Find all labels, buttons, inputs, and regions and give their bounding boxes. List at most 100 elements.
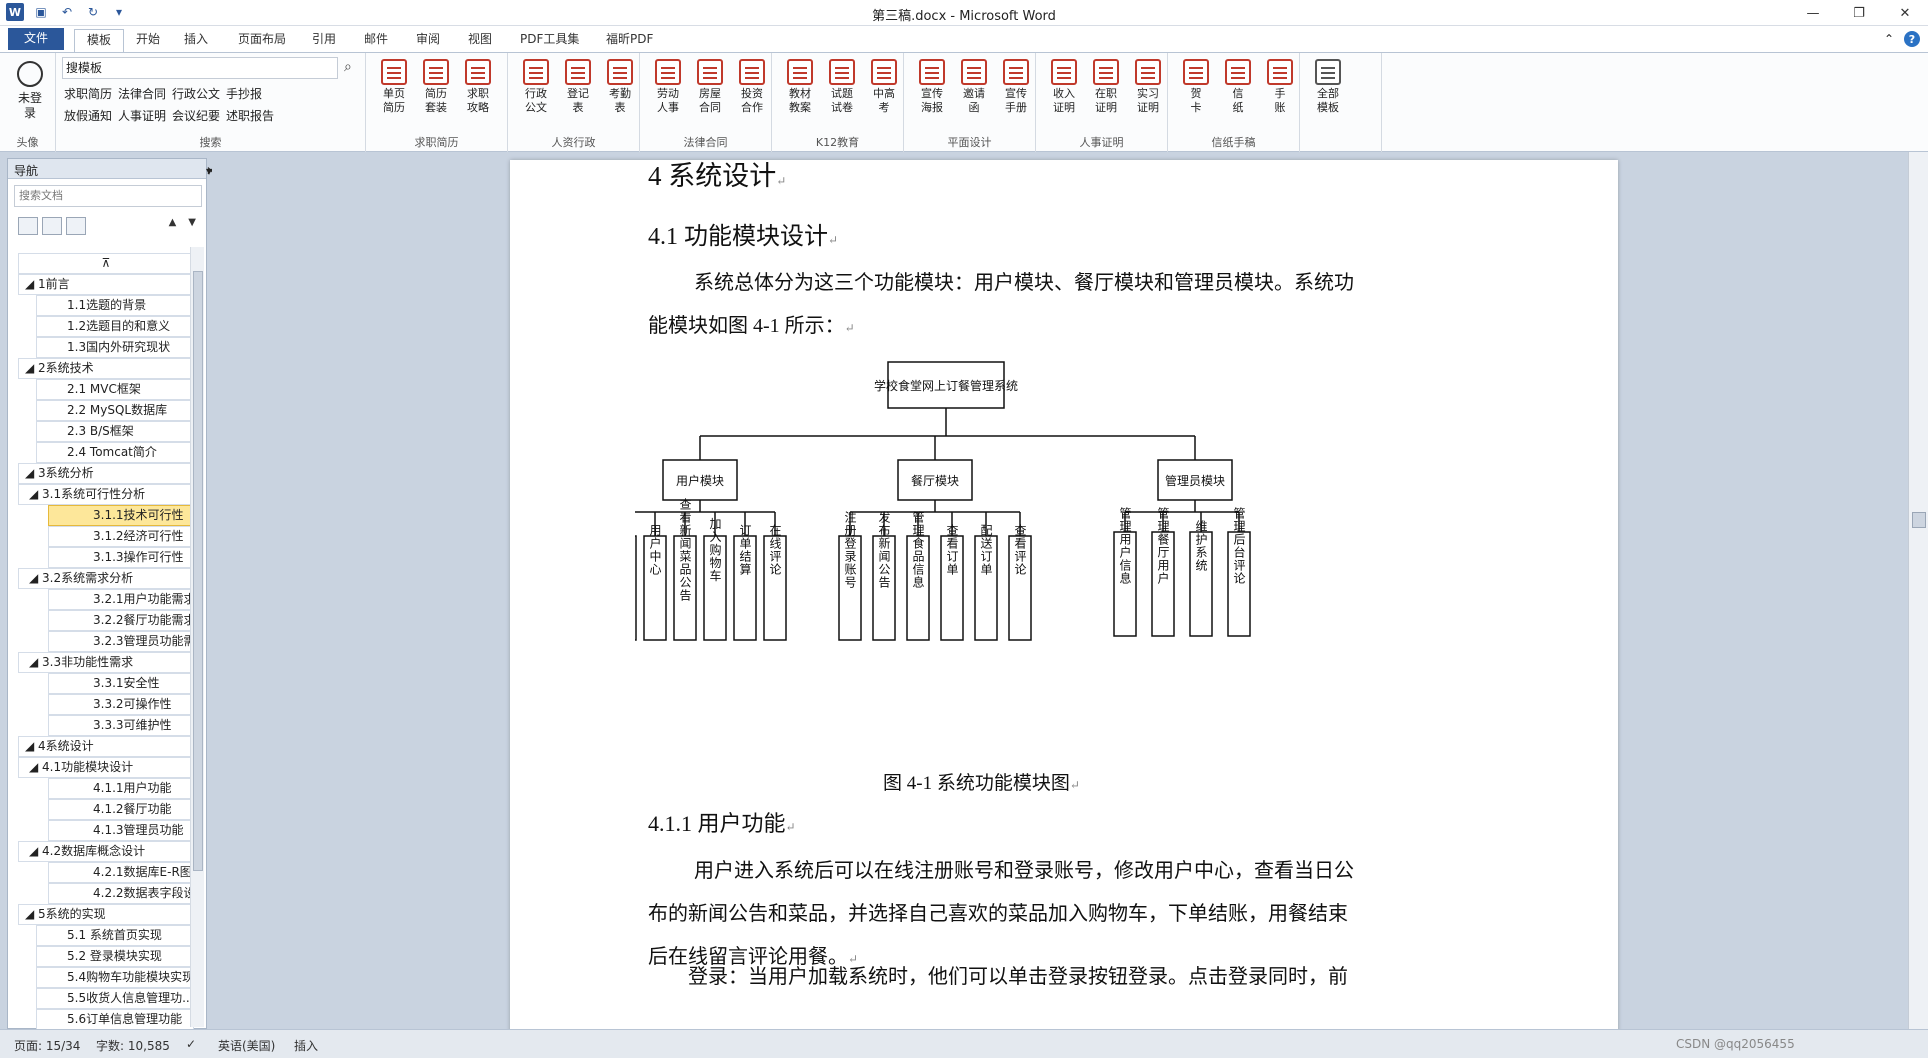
nav-heading-item[interactable]: ◢ 3.3非功能性需求 (18, 652, 194, 673)
template-button[interactable]: 在职证明 (1086, 59, 1126, 115)
nav-heading-item[interactable]: 3.3.3可维护性 (48, 715, 194, 736)
nav-heading-item[interactable]: 4.1.2餐厅功能 (48, 799, 194, 820)
nav-heading-item[interactable]: 3.1.2经济可行性 (48, 526, 194, 547)
tab-mailings[interactable]: 邮件 (364, 32, 389, 46)
nav-heading-item[interactable]: ◢ 4系统设计 (18, 736, 194, 757)
document-page[interactable]: 4 系统设计↵ 4.1 功能模块设计↵ 系统总体分为这三个功能模块：用户模块、餐… (510, 160, 1618, 1029)
template-button[interactable]: 全部模板 (1308, 59, 1348, 115)
template-button[interactable]: 房屋合同 (690, 59, 730, 115)
tab-view[interactable]: 视图 (468, 32, 493, 46)
nav-heading-item[interactable]: 3.3.2可操作性 (48, 694, 194, 715)
nav-close-icon[interactable]: ✕ (206, 164, 216, 178)
template-button[interactable]: 考勤表 (600, 59, 640, 115)
tab-file[interactable]: 文件 (8, 28, 65, 50)
nav-heading-item[interactable]: ◢ 2系统技术 (18, 358, 194, 379)
tab-insert[interactable]: 插入 (184, 32, 209, 46)
tab-pdf-tools[interactable]: PDF工具集 (520, 32, 580, 46)
nav-heading-item[interactable]: 1.1选题的背景 (36, 295, 194, 316)
nav-scroll-thumb[interactable] (193, 271, 203, 871)
template-button[interactable]: 单页简历 (374, 59, 414, 115)
template-button[interactable]: 实习证明 (1128, 59, 1168, 115)
tab-page-layout[interactable]: 页面布局 (238, 32, 287, 46)
proofing-icon[interactable]: ✓ (186, 1037, 197, 1051)
link-resume[interactable]: 求职简历 (64, 87, 113, 101)
nav-heading-item[interactable]: 2.4 Tomcat简介 (36, 442, 194, 463)
template-button[interactable]: 收入证明 (1044, 59, 1084, 115)
template-button[interactable]: 求职攻略 (458, 59, 498, 115)
link-meeting-minutes[interactable]: 会议纪要 (172, 109, 221, 123)
next-heading-icon[interactable]: ▼ (188, 217, 196, 228)
nav-heading-item[interactable]: ⊼ (18, 253, 194, 274)
headings-view-icon[interactable] (18, 217, 38, 235)
nav-heading-item[interactable]: 5.4购物车功能模块实现 (36, 967, 194, 988)
nav-heading-item[interactable]: 3.2.3管理员功能需求 (48, 631, 194, 652)
nav-heading-item[interactable]: 3.1.1技术可行性 (48, 505, 194, 526)
nav-heading-item[interactable]: 4.1.1用户功能 (48, 778, 194, 799)
nav-heading-item[interactable]: 2.3 B/S框架 (36, 421, 194, 442)
collapse-ribbon-icon[interactable]: ⌃ (1883, 32, 1894, 46)
template-button[interactable]: 行政公文 (516, 59, 556, 115)
results-view-icon[interactable] (66, 217, 86, 235)
previous-heading-icon[interactable]: ▲ (168, 217, 177, 228)
pages-view-icon[interactable] (42, 217, 62, 235)
nav-heading-item[interactable]: ◢ 4.2数据库概念设计 (18, 841, 194, 862)
template-button[interactable]: 邀请函 (954, 59, 994, 115)
template-button[interactable]: 登记表 (558, 59, 598, 115)
nav-heading-item[interactable]: 5.6订单信息管理功能 (36, 1009, 194, 1030)
undo-icon[interactable]: ↶ (61, 5, 73, 19)
nav-heading-item[interactable]: 1.2选题目的和意义 (36, 316, 194, 337)
language-indicator[interactable]: 英语(美国) (218, 1039, 276, 1053)
link-report[interactable]: 述职报告 (226, 109, 275, 123)
nav-heading-item[interactable]: ◢ 5系统的实现 (18, 904, 194, 925)
link-holiday-notice[interactable]: 放假通知 (64, 109, 113, 123)
document-scroll-thumb[interactable] (1912, 512, 1926, 528)
nav-heading-item[interactable]: ◢ 1前言 (18, 274, 194, 295)
template-button[interactable]: 宣传海报 (912, 59, 952, 115)
nav-menu-icon[interactable]: ▾ (206, 164, 213, 178)
nav-heading-item[interactable]: 1.3国内外研究现状 (36, 337, 194, 358)
tab-references[interactable]: 引用 (312, 32, 337, 46)
template-button[interactable]: 试题试卷 (822, 59, 862, 115)
nav-heading-item[interactable]: 3.2.2餐厅功能需求 (48, 610, 194, 631)
nav-heading-item[interactable]: 5.1 系统首页实现 (36, 925, 194, 946)
nav-heading-item[interactable]: 3.2.1用户功能需求 (48, 589, 194, 610)
template-button[interactable]: 劳动人事 (648, 59, 688, 115)
link-official-doc[interactable]: 行政公文 (172, 87, 221, 101)
nav-heading-item[interactable]: 4.2.1数据库E-R图 (48, 862, 194, 883)
nav-heading-item[interactable]: 4.2.2数据表字段设计 (48, 883, 194, 904)
nav-heading-item[interactable]: 3.1.3操作可行性 (48, 547, 194, 568)
template-button[interactable]: 手账 (1260, 59, 1300, 115)
nav-heading-item[interactable]: ◢ 3.1系统可行性分析 (18, 484, 194, 505)
tab-template[interactable]: 模板 (74, 29, 125, 52)
redo-icon[interactable]: ↻ (87, 5, 99, 19)
tab-home[interactable]: 开始 (136, 32, 161, 46)
link-handwritten[interactable]: 手抄报 (226, 87, 263, 101)
tab-foxit-pdf[interactable]: 福昕PDF (606, 32, 654, 46)
template-button[interactable]: 中高考 (864, 59, 904, 115)
template-button[interactable]: 教材教案 (780, 59, 820, 115)
link-contract[interactable]: 法律合同 (118, 87, 167, 101)
page-count[interactable]: 页面: 15/34 (14, 1039, 81, 1053)
minimize-icon[interactable]: — (1806, 5, 1820, 21)
nav-heading-item[interactable]: ◢ 3.2系统需求分析 (18, 568, 194, 589)
nav-search-input[interactable]: 搜索文档 (14, 185, 202, 207)
template-button[interactable]: 投资合作 (732, 59, 772, 115)
nav-heading-item[interactable]: 3.3.1安全性 (48, 673, 194, 694)
word-count[interactable]: 字数: 10,585 (96, 1039, 170, 1053)
template-search-input[interactable]: 搜模板 (62, 57, 338, 79)
nav-heading-item[interactable]: 2.1 MVC框架 (36, 379, 194, 400)
nav-heading-item[interactable]: 2.2 MySQL数据库 (36, 400, 194, 421)
tab-review[interactable]: 审阅 (416, 32, 441, 46)
template-button[interactable]: 贺卡 (1176, 59, 1216, 115)
nav-heading-item[interactable]: ◢ 3系统分析 (18, 463, 194, 484)
save-icon[interactable]: ▣ (35, 5, 47, 19)
help-icon[interactable]: ? (1904, 31, 1920, 47)
link-hr-certificate[interactable]: 人事证明 (118, 109, 167, 123)
search-icon[interactable]: ⌕ (344, 59, 352, 75)
nav-heading-item[interactable]: 4.1.3管理员功能 (48, 820, 194, 841)
template-button[interactable]: 信纸 (1218, 59, 1258, 115)
document-scrollbar[interactable] (1908, 152, 1928, 1029)
restore-icon[interactable]: ❐ (1853, 5, 1865, 21)
nav-scrollbar[interactable] (190, 247, 204, 1027)
insert-mode[interactable]: 插入 (294, 1039, 319, 1053)
